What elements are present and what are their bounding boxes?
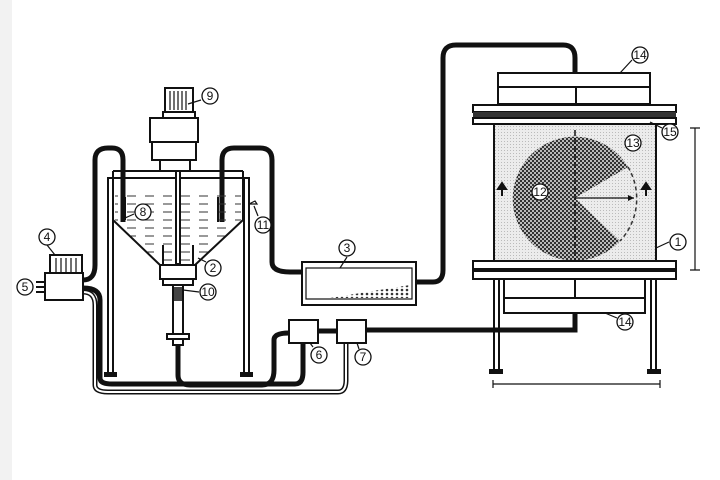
callout-5: 5 (16, 278, 34, 296)
svg-text:1: 1 (675, 235, 682, 249)
unit-leg-right (650, 278, 657, 372)
callout-10: 10 (199, 283, 217, 301)
callout-14-top: 14 (631, 46, 649, 64)
callout-2: 2 (204, 259, 222, 277)
callout-8: 8 (134, 203, 152, 221)
pipe-tank-to-settler (219, 145, 303, 275)
callout-3: 3 (338, 239, 356, 257)
callout-6: 6 (310, 346, 328, 364)
callout-4: 4 (38, 228, 56, 246)
valve-11 (248, 200, 259, 205)
pipe-return-6 (82, 285, 306, 387)
bottom-manifold-14 (503, 297, 646, 314)
svg-text:12: 12 (533, 185, 547, 199)
sediment (330, 285, 410, 298)
gearbox (149, 117, 199, 143)
width-dimension (492, 380, 661, 388)
pipe-pump-to-6 (175, 330, 290, 388)
agitator-shaft (175, 159, 181, 265)
svg-text:15: 15 (663, 125, 677, 139)
svg-text:3: 3 (344, 241, 351, 255)
callout-12: 12 (531, 183, 549, 201)
unit-leg-left (493, 278, 500, 372)
svg-text:7: 7 (360, 350, 367, 364)
connector-5 (36, 281, 45, 293)
callout-7: 7 (354, 348, 372, 366)
pipe-settler-to-unit (416, 42, 578, 285)
svg-text:11: 11 (257, 218, 270, 232)
tank-leg-right (243, 177, 250, 375)
pipe-feed-to-tank (82, 145, 126, 283)
top-manifold-14 (497, 72, 651, 88)
callout-15: 15 (661, 123, 679, 141)
tank-leg-left (107, 177, 114, 375)
callout-11: 11 (254, 216, 272, 234)
pipes (82, 42, 578, 395)
svg-text:5: 5 (22, 280, 29, 294)
svg-text:9: 9 (207, 89, 214, 103)
rotating-disc-unit (472, 72, 700, 388)
svg-text:10: 10 (201, 285, 215, 299)
svg-text:6: 6 (316, 348, 323, 362)
svg-text:14: 14 (618, 315, 632, 329)
mixing-tank (104, 159, 259, 377)
callout-1: 1 (669, 233, 687, 251)
svg-text:2: 2 (210, 261, 217, 275)
unit-7 (336, 319, 367, 344)
pump-10-body (172, 284, 184, 346)
motor-9 (164, 87, 194, 113)
callout-9: 9 (201, 87, 219, 105)
leader-lines (46, 59, 670, 350)
tank-outlet (159, 264, 197, 280)
unit-6 (288, 319, 319, 344)
feed-unit-4 (36, 254, 84, 301)
pipe-unit-to-pump7 (366, 314, 578, 333)
callout-13: 13 (624, 134, 642, 152)
motor-assembly (149, 87, 199, 172)
callout-14-bottom: 14 (616, 313, 634, 331)
svg-text:13: 13 (626, 136, 640, 150)
flow-arrow-left (496, 181, 508, 196)
svg-text:14: 14 (633, 48, 647, 62)
svg-text:4: 4 (44, 230, 51, 244)
disc-12 (512, 136, 628, 261)
settler-3 (301, 261, 417, 306)
left-edge-shade (0, 0, 12, 480)
svg-text:8: 8 (140, 205, 147, 219)
height-dimension (690, 127, 700, 271)
flow-arrow-right (640, 181, 652, 196)
